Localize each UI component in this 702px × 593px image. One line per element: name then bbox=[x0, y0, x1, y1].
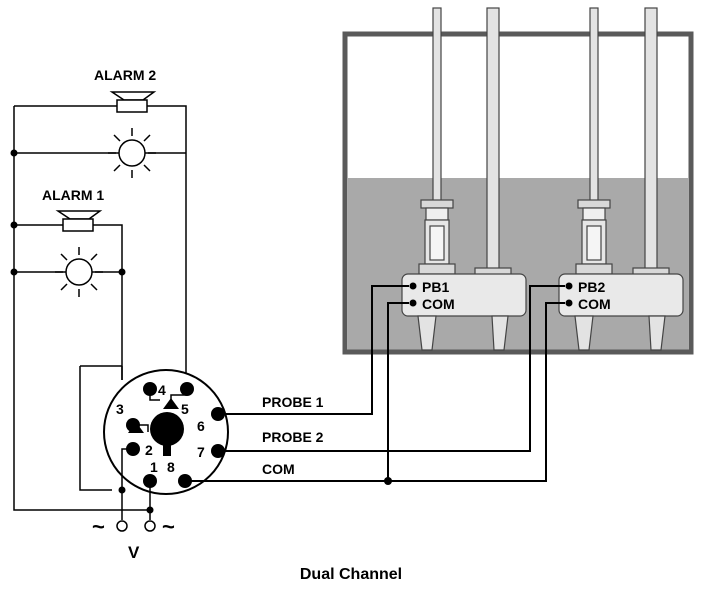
block-terminals: PB1 COM PB2 COM bbox=[409, 279, 611, 312]
pin-label-7: 7 bbox=[197, 444, 205, 460]
pin-7 bbox=[211, 444, 225, 458]
supply-terminal-right bbox=[144, 520, 156, 532]
pin-label-3: 3 bbox=[116, 401, 124, 417]
alarm-1: ALARM 1 bbox=[42, 187, 104, 297]
ac-symbol-left: ~ bbox=[92, 514, 105, 539]
supply-terminal-left bbox=[116, 520, 128, 532]
probe-block-1 bbox=[401, 273, 527, 317]
probe-cables: PROBE 1 PROBE 2 COM bbox=[190, 285, 565, 485]
label-com: COM bbox=[262, 461, 295, 477]
ac-symbol-right: ~ bbox=[162, 514, 175, 539]
terminal-com2 bbox=[565, 299, 573, 307]
label-probe1: PROBE 1 bbox=[262, 394, 324, 410]
pin-label-2: 2 bbox=[145, 442, 153, 458]
terminal-com1 bbox=[409, 299, 417, 307]
pin-label-6: 6 bbox=[197, 418, 205, 434]
pin-label-1: 1 bbox=[150, 459, 158, 475]
rod-2b bbox=[644, 7, 658, 271]
rod-1b bbox=[486, 7, 500, 271]
probe-block-2 bbox=[558, 273, 684, 317]
pin-6 bbox=[211, 407, 225, 421]
label-alarm1: ALARM 1 bbox=[42, 187, 104, 203]
rod-1a bbox=[432, 7, 442, 205]
pin-label-8: 8 bbox=[167, 459, 175, 475]
pin-8 bbox=[178, 474, 192, 488]
terminal-pb1 bbox=[409, 282, 417, 290]
pin-label-5: 5 bbox=[181, 401, 189, 417]
label-pb2: PB2 bbox=[578, 279, 605, 295]
terminal-pb2 bbox=[565, 282, 573, 290]
label-com-block1: COM bbox=[422, 296, 455, 312]
label-com-block2: COM bbox=[578, 296, 611, 312]
rod-2a bbox=[589, 7, 599, 205]
label-alarm2: ALARM 2 bbox=[94, 67, 156, 83]
socket-icon: 1 8 2 3 4 5 6 7 bbox=[79, 365, 229, 495]
pin-wires: ~ ~ V bbox=[92, 366, 188, 562]
tank-wall bbox=[342, 31, 694, 355]
alarm-wiring bbox=[10, 105, 187, 511]
pin-label-4: 4 bbox=[158, 382, 166, 398]
diagram-caption: Dual Channel bbox=[299, 566, 403, 583]
label-probe2: PROBE 2 bbox=[262, 429, 324, 445]
horn-icon bbox=[55, 210, 103, 232]
probe-assembly-1 bbox=[401, 199, 527, 351]
liquid-area bbox=[348, 178, 688, 350]
alarm-2: ALARM 2 bbox=[94, 67, 156, 178]
probe-assembly-2 bbox=[558, 199, 684, 351]
label-pb1: PB1 bbox=[422, 279, 449, 295]
label-voltage: V bbox=[128, 543, 140, 562]
horn-icon bbox=[109, 91, 157, 113]
